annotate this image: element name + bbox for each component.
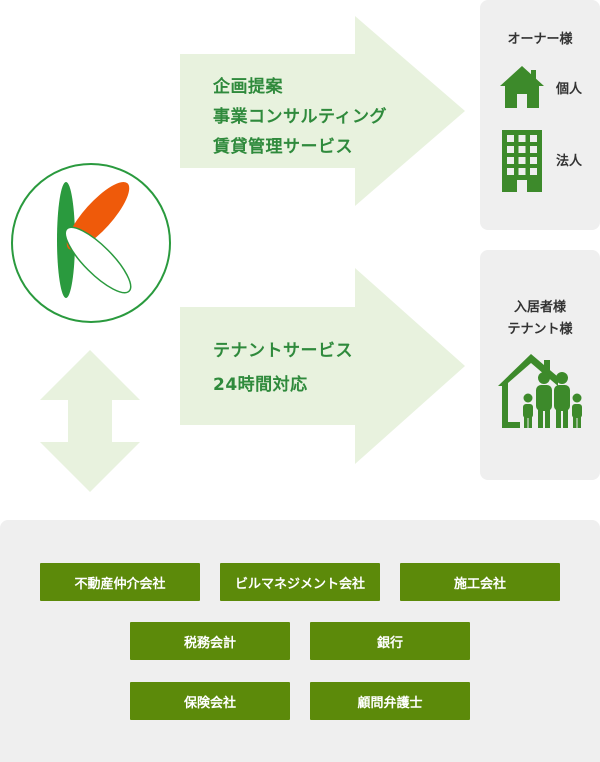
- partners-panel: 不動産仲介会社 ビルマネジメント会社 施工会社 税務会計 銀行 保険会社 顧問弁…: [0, 520, 600, 762]
- tenant-panel: 入居者様 テナント様: [480, 250, 600, 480]
- vertical-double-arrow: [40, 350, 140, 492]
- owner-panel-title: オーナー様: [507, 32, 573, 47]
- house-icon: [500, 66, 544, 108]
- partner-building-management: ビルマネジメント会社: [220, 563, 380, 601]
- tenant-panel-title-1: 入居者様: [513, 300, 566, 315]
- lower-arrow-text: テナントサービス 24時間対応: [213, 334, 353, 402]
- owner-item-corporation: 法人: [556, 154, 583, 169]
- partner-legal-advisor: 顧問弁護士: [310, 682, 470, 720]
- lower-arrow-line-1: テナントサービス: [213, 341, 353, 361]
- company-logo-icon: [11, 163, 171, 323]
- partner-real-estate-brokerage: 不動産仲介会社: [40, 563, 200, 601]
- tenant-panel-title-2: テナント様: [507, 322, 573, 337]
- upper-arrow-line-3: 賃貸管理サービス: [213, 137, 353, 157]
- owner-item-individual: 個人: [556, 82, 583, 97]
- lower-service-arrow: [180, 268, 465, 464]
- partner-construction: 施工会社: [400, 563, 560, 601]
- partner-bank: 銀行: [310, 622, 470, 660]
- partner-tax-accounting: 税務会計: [130, 622, 290, 660]
- upper-arrow-line-1: 企画提案: [213, 77, 283, 97]
- upper-service-arrow: [180, 16, 465, 206]
- owner-panel: オーナー様 個人 法人: [480, 0, 600, 230]
- upper-arrow-text: 企画提案 事業コンサルティング 賃貸管理サービス: [213, 72, 387, 162]
- family-house-icon: [498, 354, 582, 428]
- partner-insurance: 保険会社: [130, 682, 290, 720]
- building-icon: [502, 130, 542, 192]
- upper-arrow-line-2: 事業コンサルティング: [213, 107, 387, 127]
- lower-arrow-line-2: 24時間対応: [213, 375, 308, 395]
